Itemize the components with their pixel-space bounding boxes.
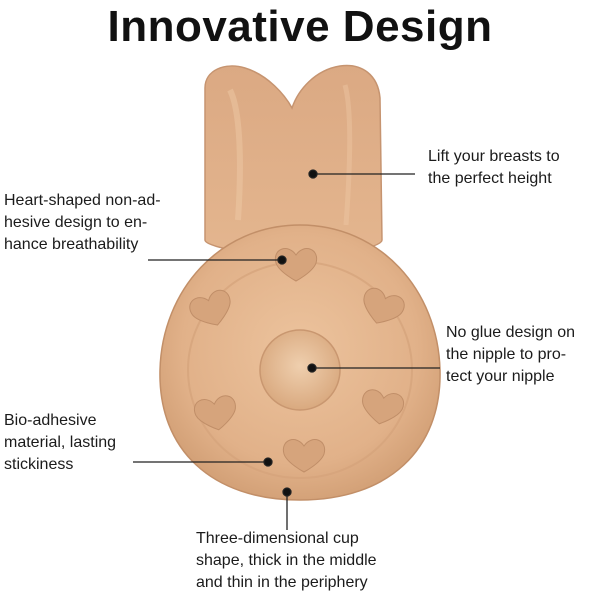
callout-noglue-line: No glue design on xyxy=(446,324,575,341)
callout-lift-line: Lift your breasts to xyxy=(428,148,560,165)
page-title: Innovative Design xyxy=(107,2,493,51)
callout-heart-line: Heart-shaped non-ad- xyxy=(4,192,161,209)
callout-heart-line: hance breathability xyxy=(4,236,139,253)
heart-icon xyxy=(189,289,231,326)
callout-bio-line: Bio-adhesive xyxy=(4,412,97,429)
callout-lift-line: the perfect height xyxy=(428,170,552,187)
callout-lift: Lift your breasts to the perfect height xyxy=(428,146,560,190)
callout-noglue-line: tect your nipple xyxy=(446,368,555,385)
callout-heart: Heart-shaped non-ad- hesive design to en… xyxy=(4,190,161,256)
callout-cup: Three-dimensional cup shape, thick in th… xyxy=(196,528,377,594)
callout-bio-line: stickiness xyxy=(4,456,74,473)
callout-noglue: No glue design on the nipple to pro- tec… xyxy=(446,322,575,388)
callout-noglue-line: the nipple to pro- xyxy=(446,346,567,363)
heart-icon xyxy=(363,287,405,324)
callout-cup-line: and thin in the periphery xyxy=(196,574,368,591)
callout-heart-line: hesive design to en- xyxy=(4,214,148,231)
callout-bio-line: material, lasting xyxy=(4,434,117,451)
heart-icon xyxy=(362,389,404,425)
callout-cup-line: shape, thick in the middle xyxy=(196,552,377,569)
heart-icon xyxy=(194,395,236,431)
heart-icon xyxy=(282,439,326,473)
callout-cup-line: Three-dimensional cup xyxy=(196,530,359,547)
callout-bio: Bio-adhesive material, lasting stickines… xyxy=(4,410,116,476)
center-no-glue-zone xyxy=(259,329,341,411)
